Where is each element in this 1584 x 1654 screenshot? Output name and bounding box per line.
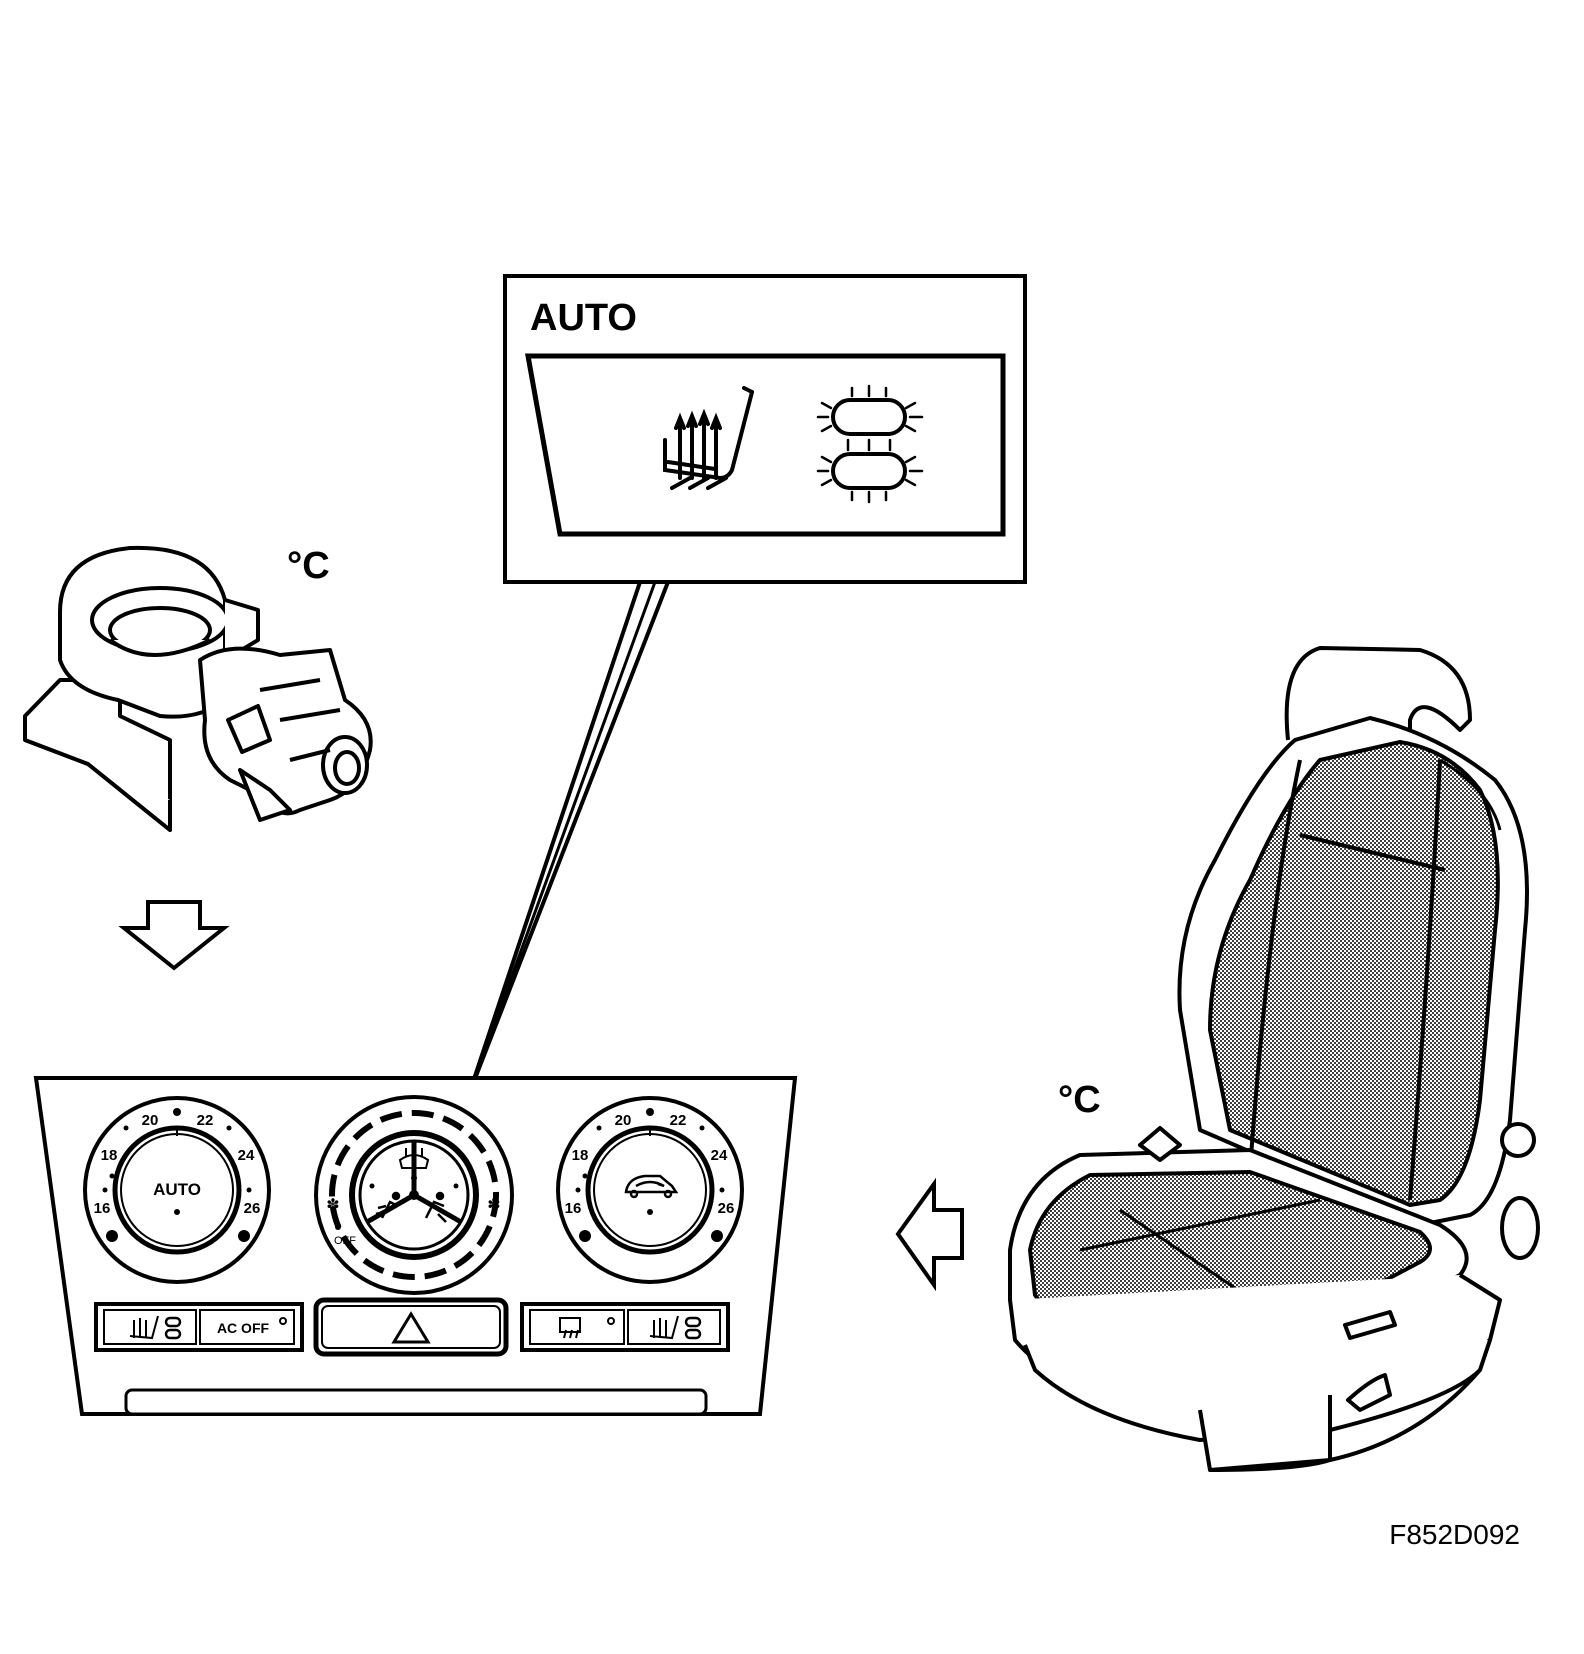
climate-control-panel: AUTO 16 18 20 22 24 26 bbox=[33, 1076, 798, 1416]
temperature-sensor-icon bbox=[23, 545, 373, 832]
foot-vent-icon bbox=[424, 1191, 447, 1223]
seat-heat-level-indicator-icon bbox=[816, 384, 924, 504]
recirculation-icon bbox=[624, 1174, 679, 1199]
left-dial-scale-20: 20 bbox=[142, 1112, 159, 1129]
left-dial-scale-22: 22 bbox=[197, 1112, 214, 1129]
ac-off-label: AC OFF bbox=[217, 1320, 270, 1336]
rear-defrost-button[interactable] bbox=[529, 1309, 625, 1345]
callout-title: AUTO bbox=[530, 297, 637, 339]
left-dial-scale-16: 16 bbox=[94, 1200, 111, 1217]
right-dial-scale-20: 20 bbox=[615, 1112, 632, 1129]
left-dial-scale-24: 24 bbox=[238, 1147, 255, 1164]
ac-off-button[interactable] bbox=[199, 1309, 295, 1345]
rear-defrost-icon bbox=[559, 1317, 581, 1339]
left-dial-scale-26: 26 bbox=[244, 1200, 261, 1217]
callout-pointer bbox=[467, 580, 671, 1095]
arrow-down-icon bbox=[118, 900, 230, 971]
right-dial-scale-24: 24 bbox=[711, 1147, 728, 1164]
seat-heat-level-indicator-icon bbox=[164, 1316, 182, 1340]
left-temperature-dial[interactable]: AUTO 16 18 20 22 24 26 bbox=[83, 1096, 271, 1284]
left-seat-heat-button[interactable] bbox=[103, 1309, 197, 1345]
seat-unit-label: °C bbox=[1058, 1079, 1101, 1121]
hazard-icon bbox=[391, 1311, 431, 1344]
right-dial-scale-26: 26 bbox=[718, 1200, 735, 1217]
defrost-icon bbox=[398, 1146, 430, 1169]
right-dial-scale-16: 16 bbox=[565, 1200, 582, 1217]
right-button-group bbox=[520, 1302, 730, 1352]
heated-seat-icon bbox=[129, 1315, 159, 1340]
seat-heat-level-indicator-icon bbox=[684, 1316, 702, 1340]
figure-code: F852D092 bbox=[1389, 1519, 1520, 1550]
right-dial-scale-18: 18 bbox=[572, 1147, 589, 1164]
callout-display-panel bbox=[525, 353, 1006, 537]
left-button-group: AC OFF bbox=[94, 1302, 304, 1352]
svg-text:✽: ✽ bbox=[487, 1197, 500, 1214]
heated-seat-icon bbox=[649, 1315, 679, 1340]
callout-box: AUTO bbox=[503, 274, 1027, 584]
left-dial-scale-18: 18 bbox=[101, 1147, 118, 1164]
center-dial-off-label: OFF bbox=[334, 1235, 356, 1247]
sensor-unit-label: °C bbox=[287, 545, 330, 587]
arrow-left-icon bbox=[895, 1177, 964, 1292]
heated-seat-icon bbox=[663, 386, 754, 490]
svg-text:✽: ✽ bbox=[326, 1197, 339, 1214]
center-distribution-dial[interactable]: ✽ ✽ OFF bbox=[314, 1095, 514, 1295]
left-dial-center-label: AUTO bbox=[153, 1180, 201, 1199]
right-temperature-dial[interactable]: 16 18 20 22 24 26 bbox=[556, 1096, 744, 1284]
seat-icon bbox=[1008, 646, 1540, 1472]
fan-icon: ✽ ✽ bbox=[326, 1197, 500, 1214]
hazard-button[interactable] bbox=[313, 1297, 509, 1357]
face-vent-icon bbox=[375, 1191, 401, 1219]
right-dial-scale-22: 22 bbox=[670, 1112, 687, 1129]
